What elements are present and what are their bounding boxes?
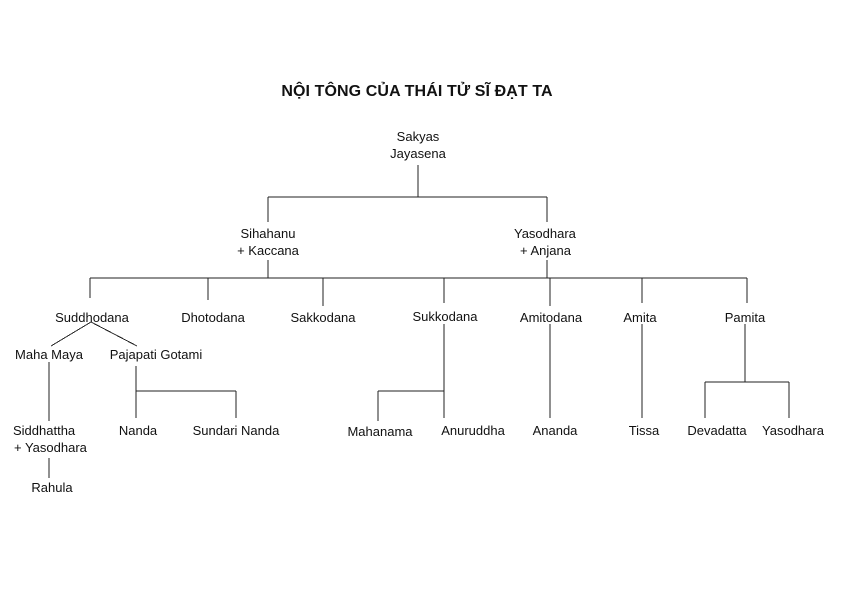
node-maha-maya: Maha Maya <box>15 347 83 362</box>
node-amitodana: Amitodana <box>519 310 583 325</box>
node-label-line1: Yasodhara <box>514 226 576 241</box>
node-label-line1: Sakyas <box>396 129 440 144</box>
node-yasodhara-daughter: Yasodhara <box>762 423 824 438</box>
connector <box>90 321 138 347</box>
node-label-line2: Jayasena <box>390 146 446 161</box>
node-label-line2: + Kaccana <box>237 243 299 258</box>
page-title: NỘI TÔNG CỦA THÁI TỬ SĨ ĐẠT TA <box>281 83 553 100</box>
node-nanda: Nanda <box>118 423 158 438</box>
connector <box>50 321 92 347</box>
node-label-line2: + Anjana <box>520 243 571 258</box>
node-devadatta: Devadatta <box>687 423 747 438</box>
node-label-line2: + Yasodhara <box>14 440 87 455</box>
node-sakyas-jayasena: Sakyas Jayasena <box>378 128 458 162</box>
node-rahula: Rahula <box>31 480 73 495</box>
node-sakkodana: Sakkodana <box>290 310 356 325</box>
node-ananda: Ananda <box>532 423 578 438</box>
node-sukkodana: Sukkodana <box>412 309 478 324</box>
node-suddhodana: Suddhodana <box>55 310 129 325</box>
node-dhotodana: Dhotodana <box>181 310 245 325</box>
node-label-line1: Sihahanu <box>240 226 296 241</box>
node-yasodhara-anjana: Yasodhara + Anjana <box>514 225 594 259</box>
node-pamita: Pamita <box>724 310 766 325</box>
node-sihahanu: Sihahanu + Kaccana <box>228 225 308 259</box>
node-anuruddha: Anuruddha <box>441 423 505 438</box>
node-label-line1: Siddhattha <box>13 423 76 438</box>
node-sundari-nanda: Sundari Nanda <box>192 423 280 438</box>
node-siddhattha: Siddhattha + Yasodhara <box>6 422 96 456</box>
node-pajapati-gotami: Pajapati Gotami <box>109 347 203 362</box>
node-mahanama: Mahanama <box>347 424 413 439</box>
node-amita: Amita <box>623 310 657 325</box>
node-tissa: Tissa <box>628 423 660 438</box>
